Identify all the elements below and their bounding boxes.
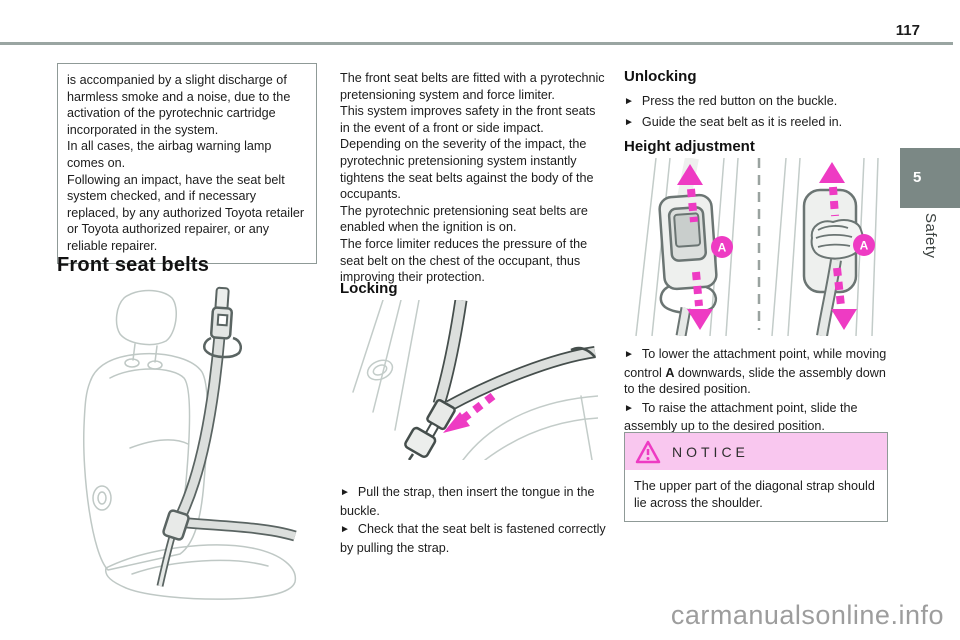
down-arrow-right: [831, 267, 857, 330]
bullet-item: ►To raise the attachment point, slide th…: [624, 400, 890, 435]
intro-paragraph: This system improves safety in the front…: [340, 104, 596, 202]
bullet-arrow-icon: ►: [340, 487, 350, 498]
bullet-text: Pull the strap, then insert the tongue i…: [340, 485, 595, 518]
header-rule: [0, 42, 953, 45]
bullet-arrow-icon: ►: [624, 96, 634, 107]
section-heading-front-seat-belts: Front seat belts: [57, 254, 210, 276]
note-paragraph: In all cases, the airbag warning lamp co…: [67, 139, 272, 170]
bullet-text: Guide the seat belt as it is reeled in.: [641, 114, 843, 129]
front-seat-belt-illustration: [82, 286, 297, 600]
heading-locking: Locking: [340, 280, 398, 297]
bullet-item: ► Guide the seat belt as it is reeled in.: [624, 114, 890, 133]
height-adjustment-bullet-list: ►To lower the attachment point, while mo…: [624, 344, 890, 435]
bullet-arrow-icon: ►: [340, 524, 350, 536]
bullet-arrow-icon: ►: [624, 402, 634, 414]
belt-sketch: [404, 300, 596, 460]
notice-title: NOTICE: [672, 444, 749, 460]
intro-paragraph: The force limiter reduces the pressure o…: [340, 236, 588, 285]
notice-header: NOTICE: [625, 433, 887, 470]
intro-paragraph: The pyrotechnic pretensioning seat belts…: [340, 203, 588, 235]
adjuster-right: [802, 188, 864, 336]
up-arrow-left: [677, 164, 703, 223]
bullet-text-bold: A: [665, 365, 675, 380]
intro-paragraph: The front seat belts are fitted with a p…: [340, 71, 605, 102]
chapter-tab: 5: [900, 148, 960, 208]
up-arrow-right: [819, 162, 845, 217]
bullet-text: To lower the attachment point, while mov…: [624, 347, 887, 380]
airbag-note-box: is accompanied by a slight discharge of …: [57, 63, 317, 264]
seat-belt-sketch: [156, 286, 297, 587]
control-a-badge-left: A: [711, 236, 733, 258]
bullet-item: ►Pull the strap, then insert the tongue …: [340, 484, 608, 519]
bullet-text: To raise the attachment point, slide the…: [624, 400, 858, 434]
interior-sketch: [352, 300, 598, 460]
unlocking-bullet-list: ► Press the red button on the buckle. ► Gu…: [624, 91, 890, 132]
control-a-badge-right: A: [853, 234, 875, 256]
notice-body: The upper part of the diagonal strap sho…: [634, 479, 875, 510]
control-a-label: A: [718, 241, 727, 255]
bullet-item: ►To lower the attachment point, while mo…: [624, 346, 890, 398]
note-paragraph: Following an impact, have the seat belt …: [67, 172, 305, 253]
control-a-label: A: [860, 239, 869, 253]
bullet-text: downwards, slide the assembly down to th…: [624, 365, 886, 397]
bullet-arrow-icon: ►: [624, 349, 634, 360]
warning-triangle-icon: [635, 440, 661, 464]
locking-illustration: [352, 300, 598, 460]
pretensioner-intro-text: The front seat belts are fitted with a p…: [340, 70, 608, 286]
seat-sketch: [82, 289, 297, 600]
height-adjustment-illustration: A A: [635, 158, 879, 336]
note-paragraph: is accompanied by a slight discharge of …: [67, 73, 291, 137]
notice-box: NOTICE The upper part of the diagonal st…: [624, 432, 888, 523]
heading-height-adjustment: Height adjustment: [624, 138, 755, 155]
bullet-item: ►Check that the seat belt is fastened co…: [340, 521, 608, 556]
chapter-label: Safety: [922, 213, 939, 259]
chapter-number: 5: [913, 169, 922, 186]
down-arrow-left: [687, 271, 713, 330]
bullet-arrow-icon: ►: [624, 116, 634, 128]
locking-bullet-list: ►Pull the strap, then insert the tongue …: [340, 482, 608, 556]
bullet-text: Check that the seat belt is fastened cor…: [340, 522, 606, 555]
adjuster-left: [658, 193, 718, 336]
bullet-item: ► Press the red button on the buckle.: [624, 93, 890, 112]
page-number: 117: [895, 22, 920, 39]
watermark: carmanualsonline.info: [670, 600, 944, 630]
bullet-text: Press the red button on the buckle.: [641, 94, 838, 108]
heading-unlocking: Unlocking: [624, 68, 697, 85]
insert-direction-arrow: [443, 392, 496, 433]
